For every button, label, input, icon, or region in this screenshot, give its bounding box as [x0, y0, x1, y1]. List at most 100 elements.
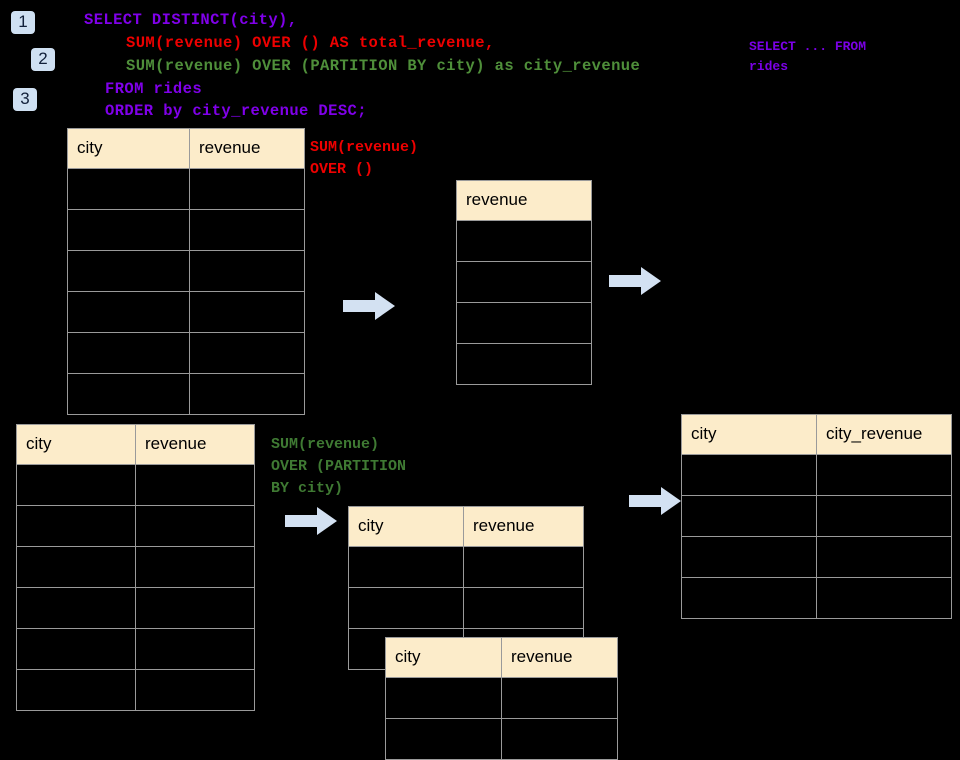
final-output-table: city city_revenue	[681, 414, 952, 619]
step-badge-1: 1	[11, 11, 35, 34]
cell-city-revenue	[816, 495, 952, 537]
cell-revenue	[189, 332, 305, 374]
cell-city	[67, 332, 190, 374]
table-row	[681, 495, 952, 537]
cell-city	[67, 373, 190, 415]
column-header-city: city	[385, 637, 502, 678]
cell-revenue	[456, 302, 592, 344]
column-header-revenue: revenue	[135, 424, 255, 465]
flow-arrow-rides-to-partition	[285, 507, 337, 535]
table-row	[456, 302, 592, 344]
sql-line-city-revenue: SUM(revenue) OVER (PARTITION BY city) as…	[126, 57, 641, 75]
table-row	[67, 373, 305, 415]
partition-group-table-front: city revenue	[385, 637, 618, 760]
cell-revenue	[135, 505, 255, 547]
flow-arrow-partition-to-output	[629, 487, 681, 515]
table-row	[16, 669, 255, 711]
table-row	[456, 261, 592, 303]
cell-revenue	[463, 587, 584, 629]
cell-city	[67, 291, 190, 333]
table-row	[681, 454, 952, 496]
cell-revenue	[135, 546, 255, 588]
table-row	[16, 587, 255, 629]
table-header-row: city revenue	[67, 128, 305, 169]
cell-city	[348, 587, 464, 629]
table-row	[67, 332, 305, 374]
cell-city	[16, 464, 136, 506]
flow-arrow-revenue-to-output	[609, 267, 661, 295]
cell-revenue	[135, 464, 255, 506]
table-row	[348, 546, 584, 588]
side-note-select-from-rides: SELECT ... FROM rides	[749, 39, 867, 74]
annotation-sum-over-partition: SUM(revenue) OVER (PARTITION BY city)	[271, 436, 407, 497]
cell-revenue	[189, 373, 305, 415]
cell-city-revenue	[816, 454, 952, 496]
sql-line-select-distinct: SELECT DISTINCT(city),	[84, 11, 298, 29]
cell-revenue	[501, 677, 618, 719]
cell-revenue	[135, 587, 255, 629]
total-revenue-table: revenue	[456, 180, 592, 385]
sql-line-order-by: ORDER by city_revenue DESC;	[105, 102, 367, 120]
cell-revenue	[456, 343, 592, 385]
table-row	[67, 250, 305, 292]
step-badge-2: 2	[31, 48, 55, 71]
cell-city	[16, 669, 136, 711]
cell-revenue	[135, 628, 255, 670]
table-row	[67, 209, 305, 251]
cell-city	[348, 546, 464, 588]
cell-city	[385, 677, 502, 719]
table-row	[456, 220, 592, 262]
table-row	[385, 718, 618, 760]
table-row	[67, 168, 305, 210]
table-row	[16, 505, 255, 547]
cell-city	[16, 587, 136, 629]
cell-revenue	[501, 718, 618, 760]
column-header-city: city	[67, 128, 190, 169]
table-row	[16, 546, 255, 588]
column-header-city: city	[16, 424, 136, 465]
cell-revenue	[463, 546, 584, 588]
column-header-revenue: revenue	[456, 180, 592, 221]
cell-city-revenue	[816, 577, 952, 619]
cell-revenue	[456, 261, 592, 303]
sql-line-total-revenue: SUM(revenue) OVER () AS total_revenue,	[126, 34, 495, 52]
cell-city	[67, 209, 190, 251]
table-header-row: city revenue	[348, 506, 584, 547]
step-badge-3: 3	[13, 88, 37, 111]
cell-city	[16, 546, 136, 588]
rides-source-table-top: city revenue	[67, 128, 305, 415]
annotation-sum-over-empty: SUM(revenue) OVER ()	[310, 139, 419, 178]
cell-city	[681, 577, 817, 619]
column-header-city: city	[681, 414, 817, 455]
cell-revenue	[189, 291, 305, 333]
table-row	[681, 577, 952, 619]
table-row	[681, 536, 952, 578]
table-header-row: city revenue	[385, 637, 618, 678]
cell-city	[681, 495, 817, 537]
table-header-row: revenue	[456, 180, 592, 221]
flow-arrow-rides-to-revenue	[343, 292, 395, 320]
table-row	[16, 464, 255, 506]
cell-revenue	[189, 168, 305, 210]
rides-source-table-bottom: city revenue	[16, 424, 255, 711]
cell-revenue	[456, 220, 592, 262]
cell-revenue	[189, 250, 305, 292]
column-header-revenue: revenue	[501, 637, 618, 678]
cell-city	[681, 536, 817, 578]
cell-city	[67, 168, 190, 210]
cell-city	[681, 454, 817, 496]
table-row	[456, 343, 592, 385]
sql-line-from-rides: FROM rides	[105, 80, 203, 98]
cell-city	[385, 718, 502, 760]
table-row	[348, 587, 584, 629]
cell-city-revenue	[816, 536, 952, 578]
column-header-revenue: revenue	[189, 128, 305, 169]
table-header-row: city city_revenue	[681, 414, 952, 455]
table-row	[67, 291, 305, 333]
diagram-canvas: 1 2 3 SELECT DISTINCT(city), SUM(revenue…	[11, 11, 952, 760]
column-header-city-revenue: city_revenue	[816, 414, 952, 455]
cell-city	[67, 250, 190, 292]
table-row	[385, 677, 618, 719]
cell-city	[16, 628, 136, 670]
cell-city	[16, 505, 136, 547]
